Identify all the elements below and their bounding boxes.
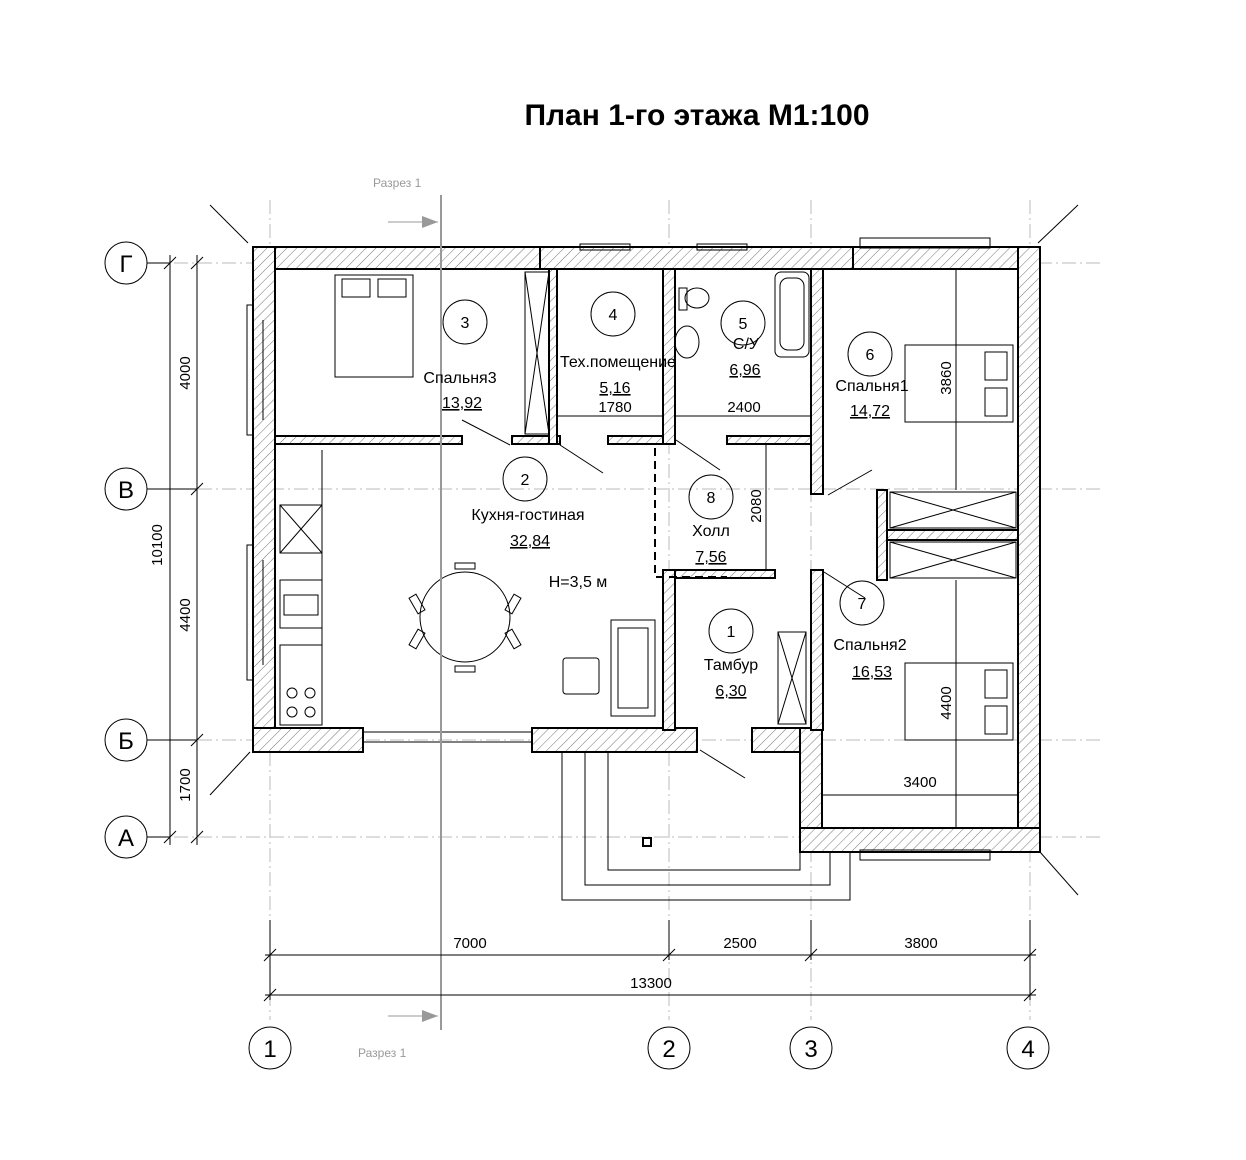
- room-7-number: 7: [858, 596, 867, 613]
- axis-bubbles-rows: Г В Б А: [104, 241, 197, 859]
- room-3-name: Спальня3: [423, 370, 496, 387]
- doors: [209, 204, 1079, 896]
- axis-bubbles-cols: 1 2 3 4: [248, 1026, 1050, 1070]
- room-1-area: 6,30: [715, 683, 746, 700]
- furniture: [279, 271, 1017, 741]
- room-5-number: 5: [739, 316, 748, 333]
- dim-2400: 2400: [727, 399, 760, 416]
- room-4-marker: [590, 291, 636, 337]
- dim-bottom-7000: 7000: [453, 935, 486, 952]
- dim-bottom-3800: 3800: [904, 935, 937, 952]
- room-4-name: Тех.помещение: [560, 354, 676, 371]
- room-7-area: 16,53: [852, 664, 892, 681]
- exterior-walls: [252, 246, 1041, 853]
- axis-col-3: 3: [804, 1036, 817, 1063]
- dim-2080: 2080: [748, 489, 765, 522]
- room-6-area: 14,72: [850, 403, 890, 420]
- height-note: H=3,5 м: [549, 574, 608, 591]
- interior-walls: [274, 268, 1019, 731]
- room-8-name: Холл: [692, 523, 730, 540]
- dim-left-4400: 4400: [177, 598, 194, 631]
- axis-grid-lines: [150, 200, 1100, 1020]
- porch-steps: [561, 745, 851, 901]
- axis-row-b: Б: [118, 728, 134, 755]
- dim-4400-inner: 4400: [938, 686, 955, 719]
- dim-3400: 3400: [903, 774, 936, 791]
- dim-bottom-2500: 2500: [723, 935, 756, 952]
- inner-dimension-lines: [557, 269, 1018, 828]
- dim-left-4000: 4000: [177, 356, 194, 389]
- room-labels: 1 Тамбур 6,30 2 Кухня-гостиная 32,84 H=3…: [423, 291, 909, 700]
- plan-title: План 1-го этажа М1:100: [524, 99, 869, 132]
- windows: [246, 237, 991, 861]
- room-2-number: 2: [521, 472, 530, 489]
- room-1-name: Тамбур: [704, 657, 758, 674]
- room-8-area: 7,56: [695, 549, 726, 566]
- room-8-marker: [688, 474, 734, 520]
- room-7-name: Спальня2: [833, 637, 906, 654]
- axis-col-2: 2: [662, 1036, 675, 1063]
- outer-dimension-lines: [163, 255, 1037, 1002]
- dim-3860: 3860: [938, 361, 955, 394]
- room-2-marker: [502, 456, 548, 502]
- room-6-number: 6: [866, 347, 875, 364]
- room-7-marker: [839, 580, 885, 626]
- axis-row-v: В: [118, 477, 134, 504]
- room-3-marker: [442, 299, 488, 345]
- section-label-bottom: Разрез 1: [358, 1046, 407, 1060]
- room-5-marker: [720, 300, 766, 346]
- dim-left-total: 10100: [149, 524, 166, 566]
- room-6-marker: [847, 331, 893, 377]
- room-3-area: 13,92: [442, 395, 482, 412]
- section-label-top: Разрез 1: [373, 176, 422, 190]
- room-5-name: С/У: [733, 336, 760, 353]
- section-line: Разрез 1 Разрез 1: [358, 176, 442, 1060]
- room-3-number: 3: [461, 315, 470, 332]
- dim-left-1700: 1700: [177, 768, 194, 801]
- room-4-area: 5,16: [599, 380, 630, 397]
- hall-boundary: [654, 448, 727, 578]
- room-5-area: 6,96: [729, 362, 760, 379]
- room-4-number: 4: [609, 307, 618, 324]
- axis-row-a: А: [118, 825, 134, 852]
- room-2-area: 32,84: [510, 533, 550, 550]
- room-6-name: Спальня1: [835, 378, 908, 395]
- dim-bottom-total: 13300: [630, 975, 672, 992]
- room-2-name: Кухня-гостиная: [471, 507, 584, 524]
- axis-col-4: 4: [1021, 1036, 1034, 1063]
- room-8-number: 8: [707, 490, 716, 507]
- dim-1780: 1780: [598, 399, 631, 416]
- room-1-marker: [708, 608, 754, 654]
- axis-col-1: 1: [263, 1036, 276, 1063]
- room-1-number: 1: [727, 624, 736, 641]
- axis-row-g: Г: [120, 251, 133, 278]
